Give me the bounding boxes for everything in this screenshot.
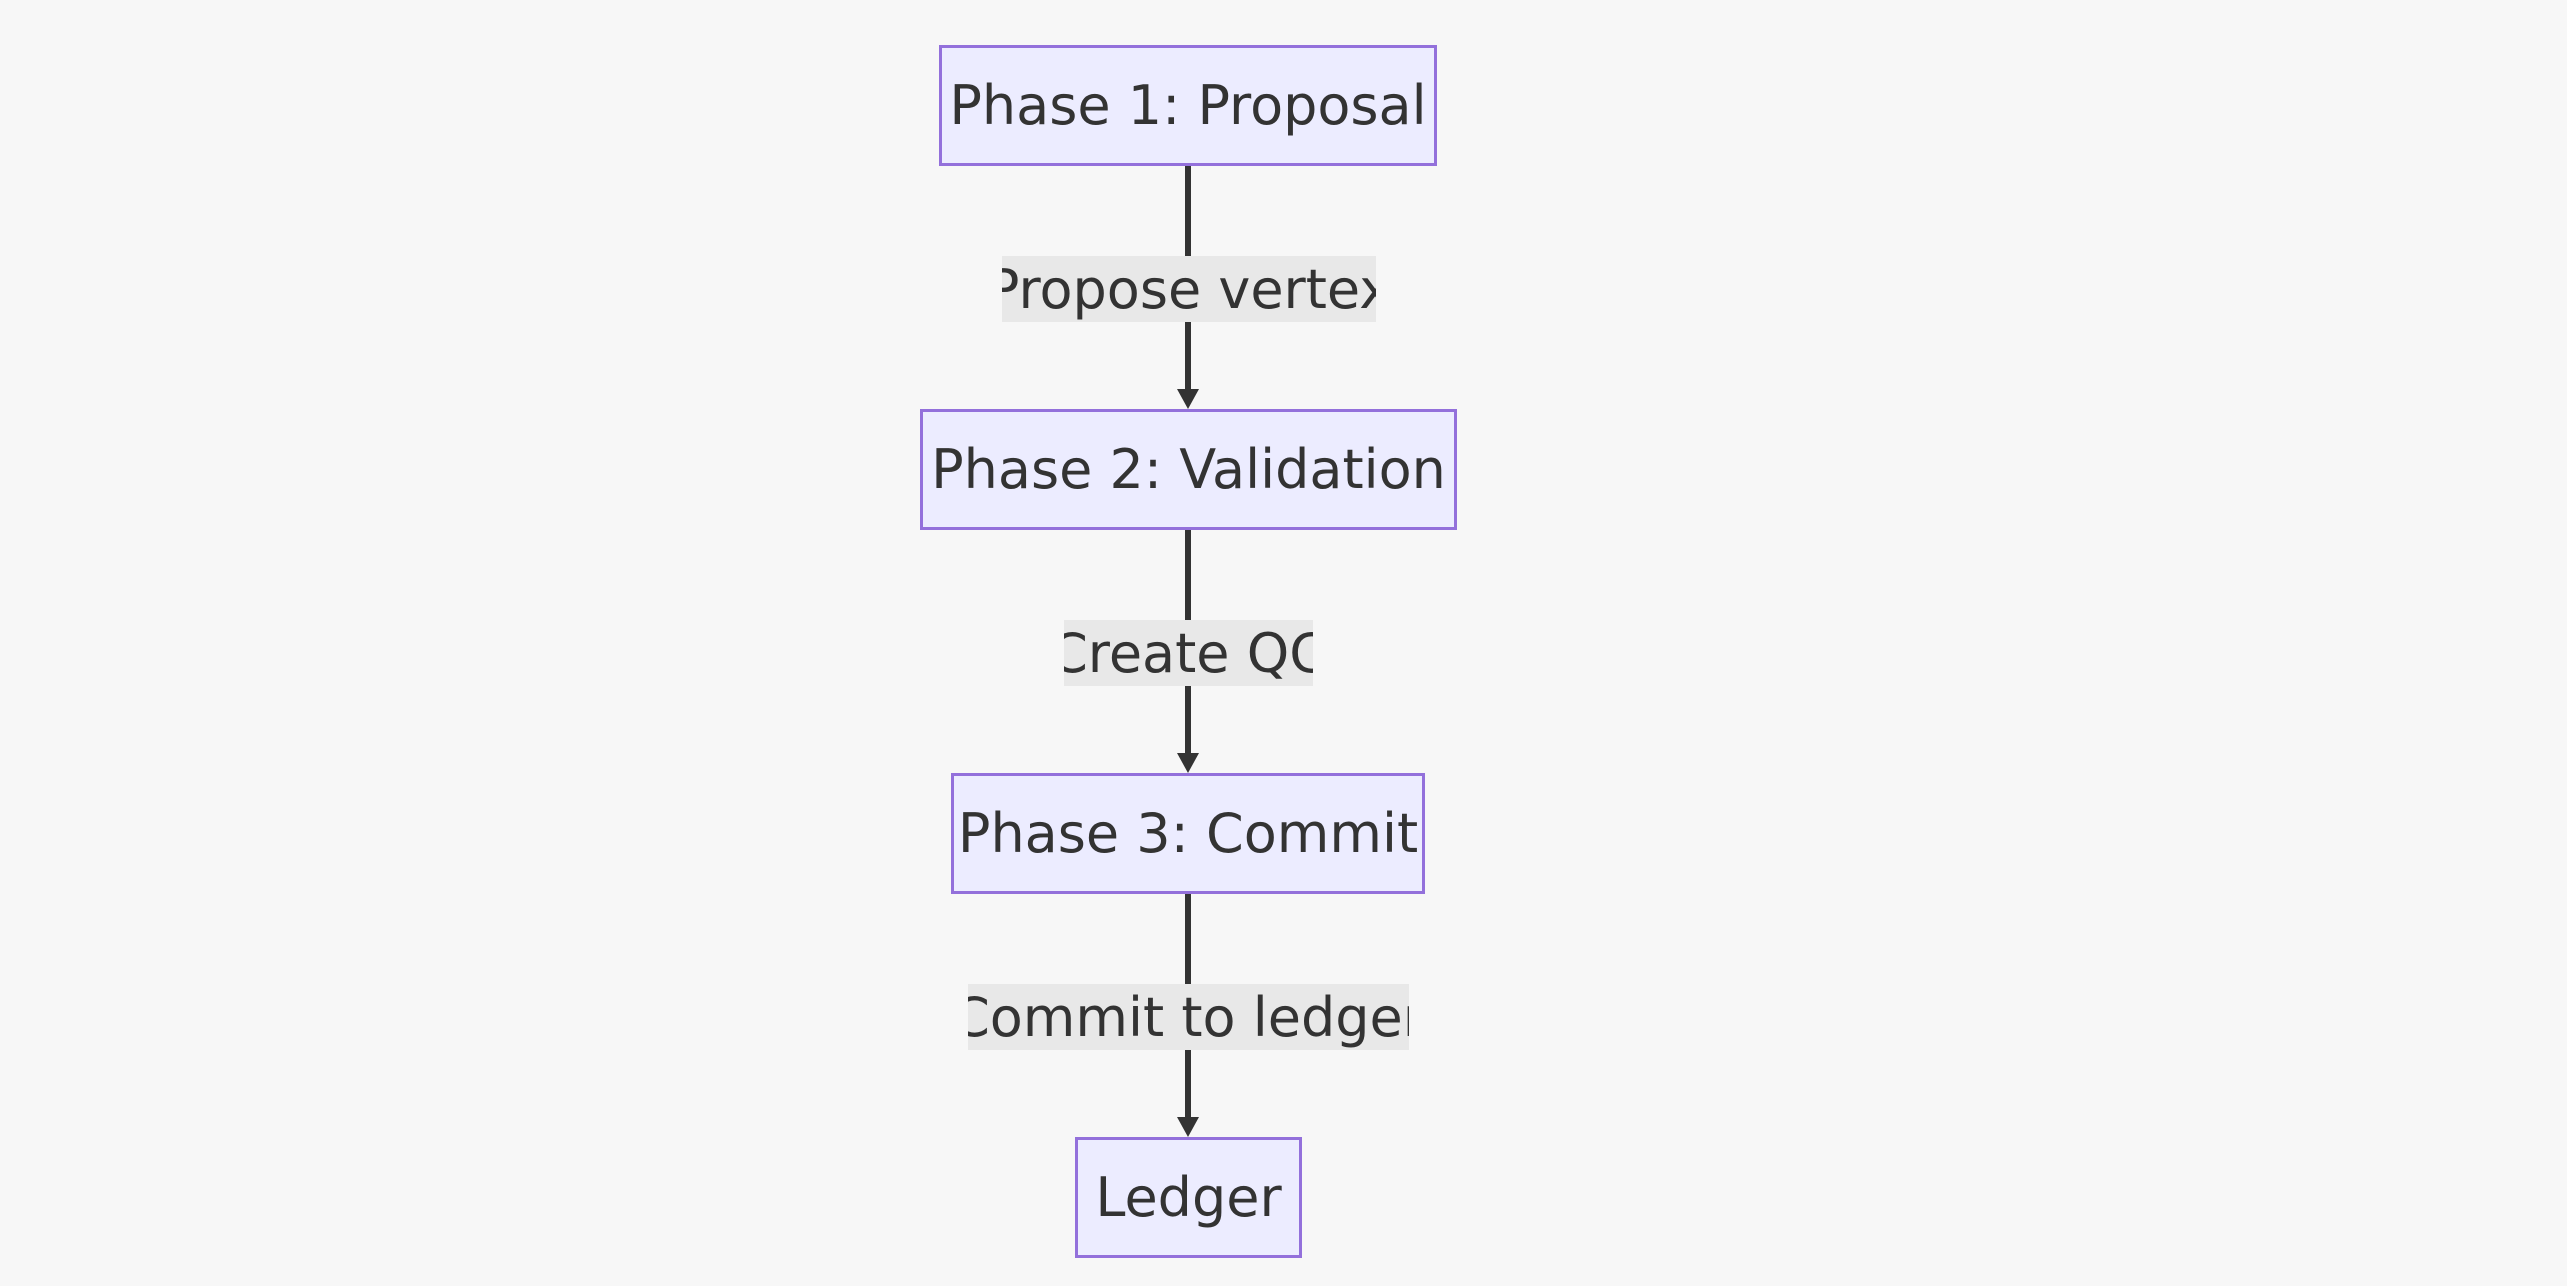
edge-label-create-qc: Create QC	[1064, 620, 1313, 686]
node-ledger[interactable]: Ledger	[1075, 1137, 1302, 1258]
edge-label-text: Create QC	[1064, 621, 1313, 685]
node-phase-1-proposal[interactable]: Phase 1: Proposal	[939, 45, 1437, 166]
edge-label-text: Commit to ledger	[968, 985, 1409, 1049]
node-label: Ledger	[1095, 1166, 1282, 1229]
edge-label-propose-vertex: Propose vertex	[1002, 256, 1376, 322]
node-label: Phase 2: Validation	[931, 438, 1446, 501]
node-phase-3-commit[interactable]: Phase 3: Commit	[951, 773, 1425, 894]
node-label: Phase 1: Proposal	[949, 74, 1427, 137]
arrowhead-icon	[1177, 753, 1199, 773]
node-phase-2-validation[interactable]: Phase 2: Validation	[920, 409, 1457, 530]
arrowhead-icon	[1177, 389, 1199, 409]
arrowhead-icon	[1177, 1117, 1199, 1137]
node-label: Phase 3: Commit	[957, 802, 1419, 865]
edge-label-text: Propose vertex	[1002, 257, 1376, 321]
edge-label-commit-to-ledger: Commit to ledger	[968, 984, 1409, 1050]
